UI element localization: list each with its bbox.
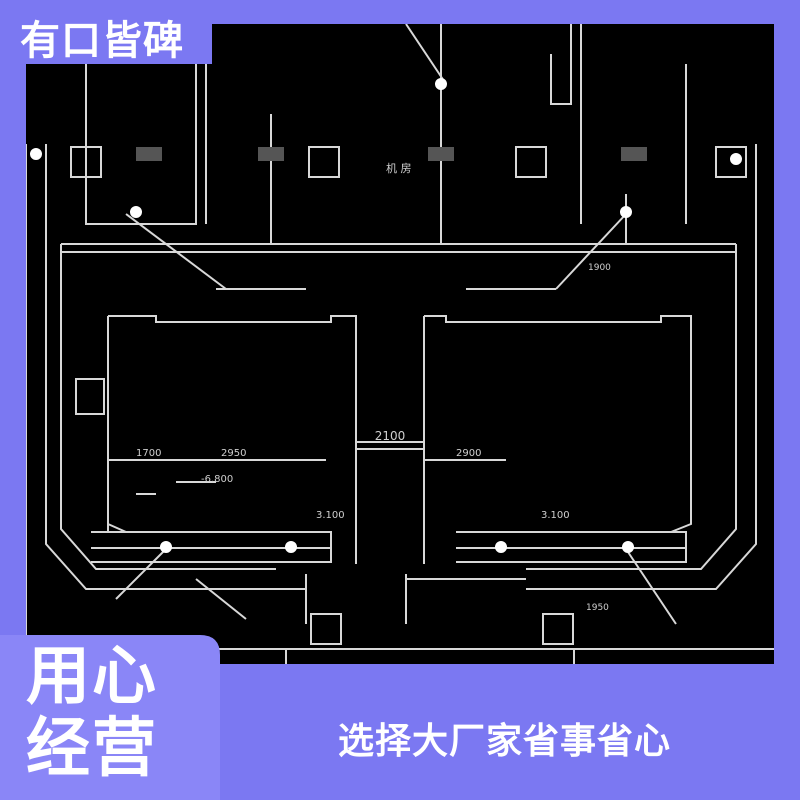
badge-shape: [0, 0, 212, 64]
promo-block: 用心 经营: [0, 635, 230, 800]
dim-left-label: 1700: [136, 448, 161, 459]
cad-drawing-svg: 2100 1700 2950 2900 -6.800 3.100 3.100 1…: [26, 24, 774, 664]
dim-small-label: 1900: [588, 263, 611, 273]
room-center-label: 机 房: [386, 161, 412, 175]
promo-line2: 经营: [26, 712, 158, 786]
level-mark-left-label: 3.100: [316, 510, 345, 521]
dim-center-label: 2100: [375, 429, 406, 443]
dim-left2-label: 2950: [221, 448, 246, 459]
top-badge: 有口皆碑: [0, 0, 212, 72]
dim-small2-label: 1950: [586, 603, 609, 613]
cad-drawing: 2100 1700 2950 2900 -6.800 3.100 3.100 1…: [26, 24, 774, 664]
level-mark-right-label: 3.100: [541, 510, 570, 521]
promo-shape: [0, 635, 220, 800]
promo-line1: 用心: [26, 640, 158, 714]
badge-title: 有口皆碑: [20, 18, 184, 64]
slogan-text: 选择大厂家省事省心: [338, 721, 672, 762]
dim-right-label: 2900: [456, 448, 481, 459]
level-left-label: -6.800: [201, 474, 233, 485]
